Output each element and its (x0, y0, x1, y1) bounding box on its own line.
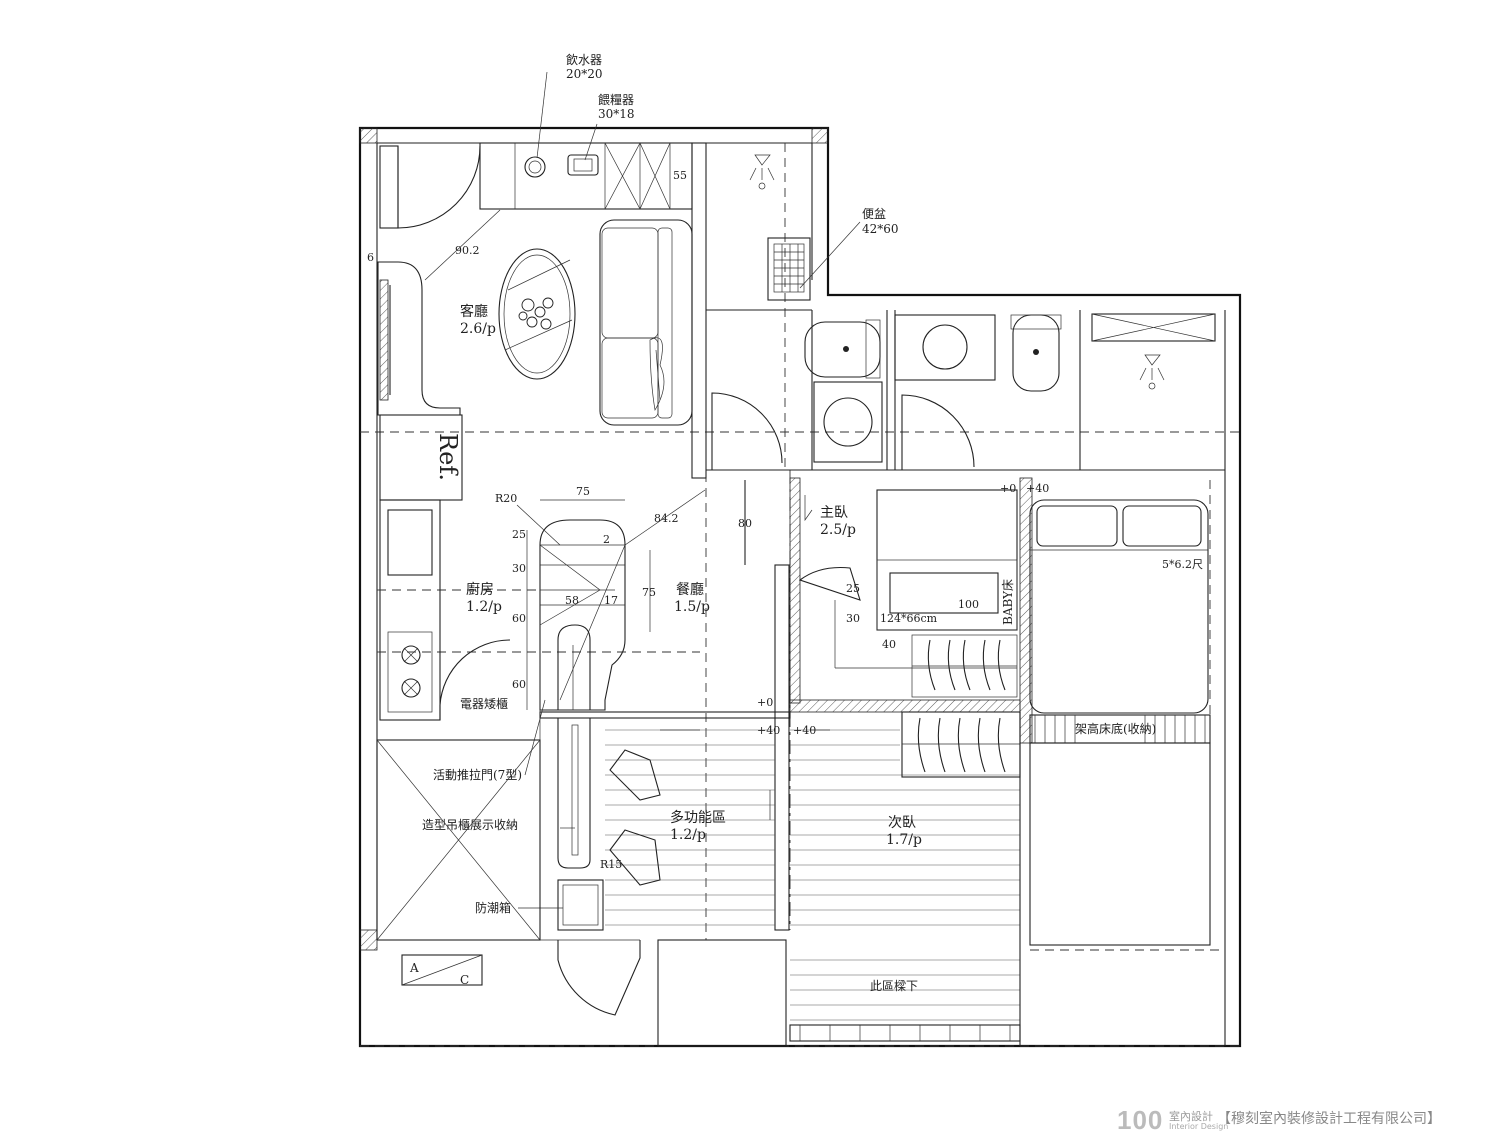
sofa (599, 219, 693, 426)
level-0-multi: +0 (757, 696, 773, 709)
chair-1 (609, 749, 661, 801)
fridge-label: Ref. (434, 433, 462, 481)
living-room-name: 客廳 (460, 303, 488, 320)
dim-r15: R15 (600, 858, 622, 871)
basin (894, 314, 996, 381)
sliding-door-label: 活動推拉門(7型) (433, 767, 522, 782)
feeder-icon (567, 154, 599, 176)
ac-label-a: A (409, 961, 419, 975)
multi-area-name: 多功能區 (670, 809, 726, 826)
entry-area: 90.2 6 (367, 145, 501, 281)
baby-bed-label: BABY床 (1001, 579, 1015, 625)
dim-40: 40 (882, 638, 896, 651)
kitchen-name: 廚房 (466, 581, 494, 598)
kitchen: Ref. 廚房 1.2/p 電器矮櫃 (379, 414, 511, 721)
toilet-1 (804, 321, 881, 378)
bottom-area: A C 此區樑下 (376, 712, 1021, 1047)
chair-2 (609, 829, 661, 886)
company-name: 【穆刻室內裝修設計工程有限公司】 (1217, 1111, 1441, 1127)
litter-box-icon (767, 237, 811, 301)
dining-island: 75 R20 84.2 25 30 60 60 58 17 75 2 餐廳 1.… (495, 480, 752, 711)
logo-cn: 室內設計 (1169, 1110, 1213, 1123)
dim-6: 6 (367, 251, 374, 264)
dim-25b: 25 (846, 582, 860, 595)
feeder-size: 30*18 (598, 107, 635, 121)
second-bedroom-area: 1.7/p (886, 832, 922, 848)
moisture-box (557, 879, 604, 931)
litter-box-size: 42*60 (862, 222, 899, 236)
sink (387, 509, 433, 576)
level-40-second: +40 (793, 724, 816, 737)
dim-80: 80 (738, 517, 752, 530)
water-dispenser-icon (524, 156, 546, 178)
appliance-cabinet-label: 電器矮櫃 (460, 697, 508, 711)
water-dispenser-size: 20*20 (566, 67, 603, 81)
dim-2: 2 (603, 533, 610, 546)
multi-area-area: 1.2/p (670, 827, 706, 843)
living-room: 客廳 2.6/p (377, 219, 693, 426)
coffee-table (498, 248, 576, 380)
dim-25a: 25 (512, 528, 526, 541)
second-bedroom-name: 次臥 (888, 815, 916, 831)
dim-30b: 30 (846, 612, 860, 625)
shower-icon (749, 154, 775, 190)
bed-size-label: 5*6.2尺 (1162, 558, 1203, 571)
level-0-master: +0 (1000, 482, 1016, 495)
dim-75-side: 75 (642, 586, 656, 599)
dining-area: 1.5/p (674, 599, 710, 615)
logo-en: Interior Design (1169, 1122, 1229, 1131)
beam-note: 此區樑下 (870, 979, 918, 993)
water-dispenser-label: 飲水器 (566, 52, 602, 67)
level-40-master: +40 (1026, 482, 1049, 495)
dim-84-2: 84.2 (654, 512, 679, 525)
raised-bed-label: 架高床底(收納) (1075, 721, 1156, 736)
dim-60a: 60 (512, 612, 526, 625)
bathrooms: 便盆 42*60 (691, 142, 1225, 479)
plant-icon (518, 297, 554, 330)
washer (813, 381, 883, 463)
level-40-multi: +40 (757, 724, 780, 737)
logo-number: 100 (1117, 1105, 1164, 1135)
pet-cabinet: 飲水器 20*20 餵糧器 30*18 55 (479, 52, 693, 210)
shower-icon-2 (1139, 354, 1165, 390)
ac-unit (401, 954, 483, 986)
stove (387, 631, 433, 713)
living-room-area: 2.6/p (460, 321, 496, 337)
master-bedroom: 架高床底(收納) 5*6.2尺 BABY床 100 124*66cm 25 30… (789, 477, 1211, 744)
moisture-box-label: 防潮箱 (475, 900, 511, 915)
dim-30a: 30 (512, 562, 526, 575)
ac-label-c: C (460, 973, 469, 987)
feeder-label: 餵糧器 (598, 92, 634, 107)
dim-55: 55 (673, 169, 687, 182)
dim-90-2: 90.2 (455, 244, 480, 257)
dining-name: 餐廳 (676, 581, 704, 598)
litter-box-label: 便盆 (862, 207, 886, 221)
display-cabinet-label: 造型吊櫃展示收納 (422, 818, 518, 832)
dim-100: 100 (958, 598, 979, 611)
dim-60b: 60 (512, 678, 526, 691)
dim-124x66: 124*66cm (880, 612, 938, 625)
floor-boards (605, 729, 1020, 1021)
dim-75-top: 75 (576, 485, 590, 498)
dim-17: 17 (604, 594, 618, 607)
dim-r20: R20 (495, 492, 517, 505)
watermark-logo: 100 室內設計 Interior Design 【穆刻室內裝修設計工程有限公司… (1117, 1105, 1497, 1141)
master-bedroom-name: 主臥 (820, 505, 848, 521)
master-bedroom-area: 2.5/p (820, 522, 856, 538)
dim-58: 58 (565, 594, 579, 607)
double-bed (1029, 499, 1209, 714)
kitchen-area: 1.2/p (466, 599, 502, 615)
multi-and-second: 防潮箱 R15 活動推拉門(7型) 造型吊櫃展示收納 多功能區 1.2/p 次臥… (422, 564, 1211, 1021)
